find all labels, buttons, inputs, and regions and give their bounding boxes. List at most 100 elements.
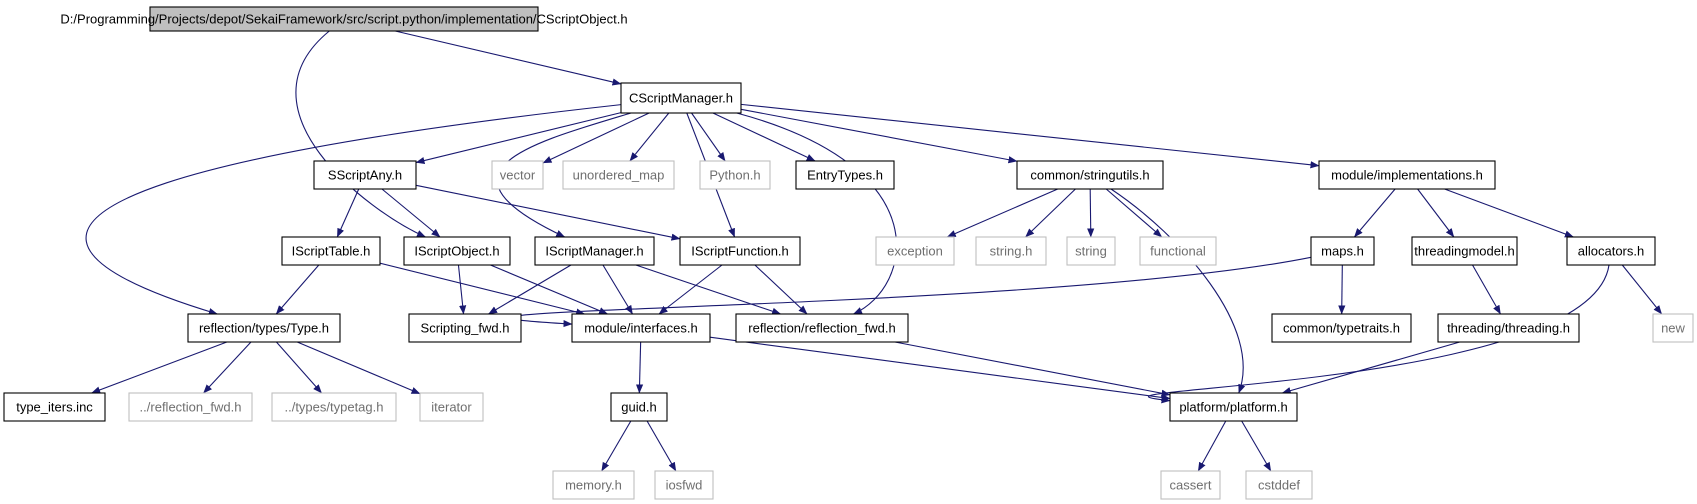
edge-csm-to-mi <box>740 103 1320 169</box>
edge-rtt-to-ttag <box>275 341 323 394</box>
node-rfwd[interactable]: reflection/reflection_fwd.h <box>735 313 909 343</box>
node-tm[interactable]: threadingmodel.h <box>1411 236 1518 266</box>
node-box <box>1318 160 1496 190</box>
node-label: common/typetraits.h <box>1283 321 1400 336</box>
node-label: type_iters.inc <box>16 400 93 415</box>
node-py[interactable]: Python.h <box>699 160 771 190</box>
edge-csm-to-py <box>691 112 726 162</box>
node-csm[interactable]: CScriptManager.h <box>620 82 742 114</box>
node-box <box>534 236 655 266</box>
node-label: vector <box>500 168 536 183</box>
node-box <box>271 392 397 422</box>
node-label: reflection/types/Type.h <box>199 321 329 336</box>
node-box <box>187 313 341 343</box>
node-label: Scripting_fwd.h <box>421 321 510 336</box>
node-tii[interactable]: type_iters.inc <box>3 392 106 422</box>
node-label: functional <box>1150 244 1206 259</box>
edge-su-to-strh <box>1025 188 1076 238</box>
node-ctt[interactable]: common/typetraits.h <box>1271 313 1412 343</box>
edge-maps-to-ctt <box>1338 264 1346 315</box>
node-label: memory.h <box>565 478 622 493</box>
node-ttag[interactable]: ../types/typetag.h <box>271 392 397 422</box>
edge-mi-to-tm <box>1417 188 1455 238</box>
node-str[interactable]: string <box>1066 236 1116 266</box>
node-box <box>1139 236 1217 266</box>
edge-ism-to-mint <box>602 264 634 315</box>
node-plat[interactable]: platform/platform.h <box>1169 392 1298 422</box>
node-cstddef[interactable]: cstddef <box>1245 470 1313 500</box>
node-box <box>491 160 544 190</box>
node-label: IScriptManager.h <box>545 244 643 259</box>
edge-csm-to-et <box>712 112 816 162</box>
edge-tm-to-tt <box>1472 264 1501 315</box>
node-cassert[interactable]: cassert <box>1160 470 1221 500</box>
node-box <box>699 160 771 190</box>
node-ist[interactable]: IScriptTable.h <box>281 236 381 266</box>
node-iso[interactable]: IScriptObject.h <box>403 236 511 266</box>
node-alloc[interactable]: allocators.h <box>1566 236 1656 266</box>
node-vec[interactable]: vector <box>491 160 544 190</box>
edge-plat-to-cstddef <box>1241 420 1272 472</box>
node-sfwd[interactable]: Scripting_fwd.h <box>408 313 522 343</box>
node-rtt[interactable]: reflection/types/Type.h <box>187 313 341 343</box>
edge-ssa-to-ist <box>336 188 360 238</box>
node-box <box>1566 236 1656 266</box>
edge-layer <box>85 30 1663 472</box>
node-box <box>1016 160 1164 190</box>
node-guid[interactable]: guid.h <box>610 392 668 422</box>
edge-csm-to-umap <box>629 112 670 162</box>
node-exc[interactable]: exception <box>875 236 955 266</box>
node-box <box>679 236 801 266</box>
node-box <box>552 470 635 500</box>
node-su[interactable]: common/stringutils.h <box>1016 160 1164 190</box>
node-box <box>571 313 711 343</box>
node-label: SScriptAny.h <box>328 168 402 183</box>
node-maps[interactable]: maps.h <box>1310 236 1375 266</box>
node-new[interactable]: new <box>1652 313 1694 343</box>
node-box <box>1271 313 1412 343</box>
node-box <box>1411 236 1518 266</box>
node-label: common/stringutils.h <box>1030 168 1149 183</box>
node-root[interactable]: D:/Programming/Projects/depot/SekaiFrame… <box>60 6 628 32</box>
edge-isf-to-rfwd <box>754 264 808 315</box>
node-strh[interactable]: string.h <box>975 236 1047 266</box>
node-func[interactable]: functional <box>1139 236 1217 266</box>
node-label: string.h <box>990 244 1033 259</box>
node-label: new <box>1661 321 1685 336</box>
edge-iso-to-sfwd <box>457 264 467 315</box>
edge-csm-to-ssa <box>415 112 622 165</box>
node-box <box>403 236 511 266</box>
node-tt[interactable]: threading/threading.h <box>1437 313 1580 343</box>
node-label: cstddef <box>1258 478 1300 493</box>
node-mem[interactable]: memory.h <box>552 470 635 500</box>
node-label: ../reflection_fwd.h <box>140 400 242 415</box>
edge-su-to-plat <box>1110 188 1246 394</box>
node-box <box>313 160 417 190</box>
node-ism[interactable]: IScriptManager.h <box>534 236 655 266</box>
node-iosfwd[interactable]: iosfwd <box>654 470 714 500</box>
node-box <box>875 236 955 266</box>
edge-ist-to-rtt <box>275 264 320 315</box>
node-isf[interactable]: IScriptFunction.h <box>679 236 801 266</box>
node-rfwd2[interactable]: ../reflection_fwd.h <box>128 392 253 422</box>
node-box <box>975 236 1047 266</box>
node-label: reflection/reflection_fwd.h <box>748 321 895 336</box>
node-iter[interactable]: iterator <box>419 392 484 422</box>
edge-root-to-csm <box>395 30 622 86</box>
node-ssa[interactable]: SScriptAny.h <box>313 160 417 190</box>
node-box <box>149 6 539 32</box>
edge-ist-to-mint <box>379 262 586 316</box>
node-box <box>795 160 895 190</box>
node-et[interactable]: EntryTypes.h <box>795 160 895 190</box>
edge-mi-to-maps <box>1353 188 1396 238</box>
node-mint[interactable]: module/interfaces.h <box>571 313 711 343</box>
node-label: EntryTypes.h <box>807 168 883 183</box>
node-mi[interactable]: module/implementations.h <box>1318 160 1496 190</box>
node-umap[interactable]: unordered_map <box>562 160 675 190</box>
edge-root-to-iso <box>295 30 426 238</box>
edge-rtt-to-tii <box>91 341 228 394</box>
edge-csm-to-su <box>740 108 1018 164</box>
node-label: ../types/typetag.h <box>284 400 383 415</box>
edge-ssa-to-iso <box>381 188 441 238</box>
